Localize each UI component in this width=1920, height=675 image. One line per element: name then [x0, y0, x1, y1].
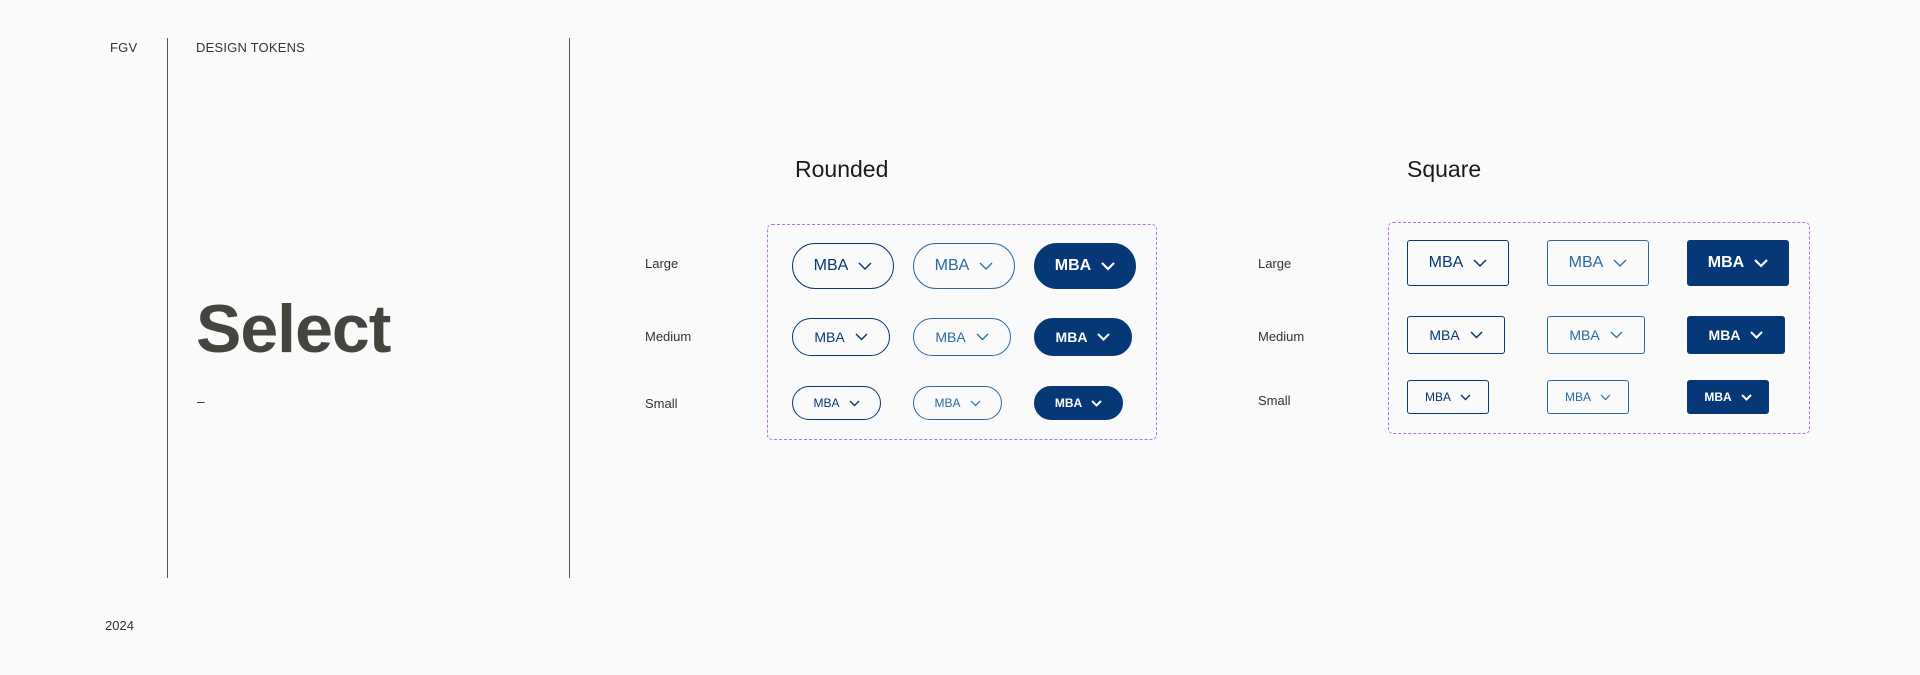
select-rounded-small-filled[interactable]: MBA	[1034, 386, 1123, 420]
select-value: MBA	[814, 329, 845, 345]
select-value: MBA	[813, 257, 849, 274]
select-square-medium-filled[interactable]: MBA	[1687, 316, 1785, 354]
select-value: MBA	[1055, 329, 1088, 345]
chevron-down-icon	[1613, 259, 1627, 268]
chevron-down-icon	[1610, 331, 1623, 339]
select-value: MBA	[1428, 254, 1464, 271]
rounded-variants-frame	[767, 224, 1157, 440]
select-value: MBA	[1424, 390, 1451, 404]
select-square-large-default[interactable]: MBA	[1407, 240, 1509, 286]
select-value: MBA	[1707, 254, 1745, 271]
select-value: MBA	[934, 257, 970, 274]
select-rounded-medium-default[interactable]: MBA	[792, 318, 890, 356]
square-row-label-large: Large	[1258, 256, 1292, 271]
rounded-row-label-small: Small	[645, 396, 678, 411]
select-square-small-filled[interactable]: MBA	[1687, 380, 1769, 414]
select-value: MBA	[813, 396, 840, 410]
chevron-down-icon	[1750, 331, 1764, 339]
chevron-down-icon	[1470, 331, 1483, 339]
footer-year: 2024	[105, 618, 134, 633]
select-value: MBA	[1054, 257, 1092, 274]
select-square-large-filled[interactable]: MBA	[1687, 240, 1789, 286]
chevron-down-icon	[855, 333, 868, 341]
select-value: MBA	[1054, 396, 1083, 410]
select-value: MBA	[934, 396, 961, 410]
chevron-down-icon	[1473, 258, 1487, 268]
select-square-medium-secondary[interactable]: MBA	[1547, 316, 1645, 354]
chevron-down-icon	[976, 333, 989, 341]
select-value: MBA	[1569, 327, 1600, 343]
rounded-group-title: Rounded	[795, 156, 889, 182]
select-rounded-medium-filled[interactable]: MBA	[1034, 318, 1132, 356]
square-row-label-small: Small	[1258, 393, 1291, 408]
chevron-down-icon	[1097, 333, 1111, 341]
chevron-down-icon	[849, 400, 860, 407]
chevron-down-icon	[1091, 399, 1102, 407]
chevron-down-icon	[1740, 393, 1752, 401]
page-subtitle: –	[197, 393, 205, 409]
chevron-down-icon	[858, 261, 872, 271]
select-value: MBA	[1704, 390, 1732, 404]
chevron-down-icon	[1600, 394, 1611, 401]
chevron-down-icon	[979, 262, 993, 271]
page-title: Select	[196, 291, 391, 367]
divider-left	[167, 38, 168, 578]
chevron-down-icon	[1101, 261, 1115, 271]
select-rounded-large-secondary[interactable]: MBA	[913, 243, 1015, 289]
select-rounded-medium-secondary[interactable]: MBA	[913, 318, 1011, 356]
select-value: MBA	[935, 329, 966, 345]
section-label: DESIGN TOKENS	[196, 40, 306, 55]
square-variants-frame	[1388, 222, 1810, 434]
select-value: MBA	[1568, 254, 1604, 271]
rounded-row-label-medium: Medium	[645, 329, 692, 344]
select-rounded-large-default[interactable]: MBA	[792, 243, 894, 289]
divider-right	[569, 38, 570, 578]
chevron-down-icon	[970, 400, 981, 407]
select-square-small-secondary[interactable]: MBA	[1547, 380, 1629, 414]
rounded-row-label-large: Large	[645, 256, 679, 271]
select-value: MBA	[1708, 327, 1741, 343]
chevron-down-icon	[1754, 258, 1768, 268]
select-value: MBA	[1564, 390, 1591, 404]
select-square-medium-default[interactable]: MBA	[1407, 316, 1505, 354]
square-row-label-medium: Medium	[1258, 329, 1305, 344]
brand-label: FGV	[110, 40, 138, 55]
select-rounded-small-default[interactable]: MBA	[792, 386, 881, 420]
select-square-small-default[interactable]: MBA	[1407, 380, 1489, 414]
select-square-large-secondary[interactable]: MBA	[1547, 240, 1649, 286]
select-value: MBA	[1429, 327, 1460, 343]
select-rounded-large-filled[interactable]: MBA	[1034, 243, 1136, 289]
chevron-down-icon	[1460, 394, 1471, 401]
select-rounded-small-secondary[interactable]: MBA	[913, 386, 1002, 420]
square-group-title: Square	[1407, 156, 1482, 182]
